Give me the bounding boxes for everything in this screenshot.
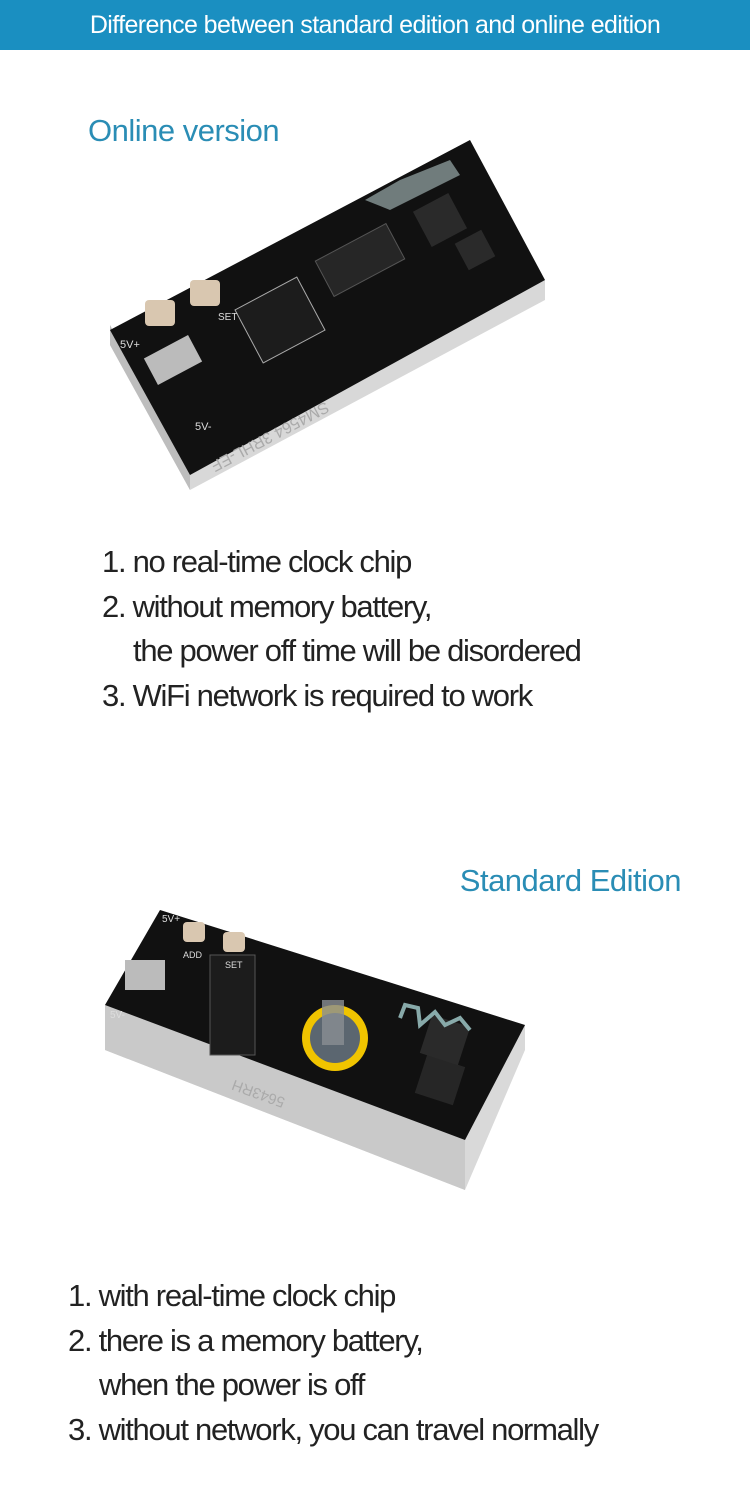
standard-feature-list: 1. with real-time clock chip 2. there is… — [68, 1274, 599, 1452]
standard-board-set: SET — [225, 960, 243, 970]
standard-feature-3: 3. without network, you can travel norma… — [68, 1411, 599, 1447]
standard-feature-2: 2. there is a memory battery, — [68, 1322, 424, 1358]
standard-feature-1: 1. with real-time clock chip — [68, 1278, 396, 1313]
title-banner: Difference between standard edition and … — [0, 0, 750, 50]
online-board-set: SET — [218, 312, 237, 323]
online-board-image: SM4564 3RHL-EF 5V+ 5V- SET — [110, 140, 545, 490]
standard-board-5v-minus: 5V- — [110, 1010, 125, 1021]
standard-board-5v-plus: 5V+ — [162, 914, 180, 925]
standard-board-add: ADD — [183, 950, 203, 960]
standard-feature-2-cont: when the power is off — [99, 1367, 365, 1402]
standard-edition-heading: Standard Edition — [459, 863, 682, 898]
standard-board-image: 5643RH 5V+ 5V- ADD SET — [105, 910, 525, 1190]
online-board-5v-plus: 5V+ — [120, 339, 140, 351]
online-version-heading: Online version — [88, 113, 280, 148]
online-feature-1: 1. no real-time clock chip — [102, 544, 412, 579]
banner-title: Difference between standard edition and … — [89, 10, 661, 39]
online-feature-2: 2. without memory battery, — [102, 588, 432, 624]
online-feature-2-cont: the power off time will be disordered — [133, 633, 582, 668]
online-feature-3: 3. WiFi network is required to work — [102, 677, 533, 713]
online-feature-list: 1. no real-time clock chip 2. without me… — [102, 540, 582, 718]
online-board-5v-minus: 5V- — [195, 421, 212, 433]
